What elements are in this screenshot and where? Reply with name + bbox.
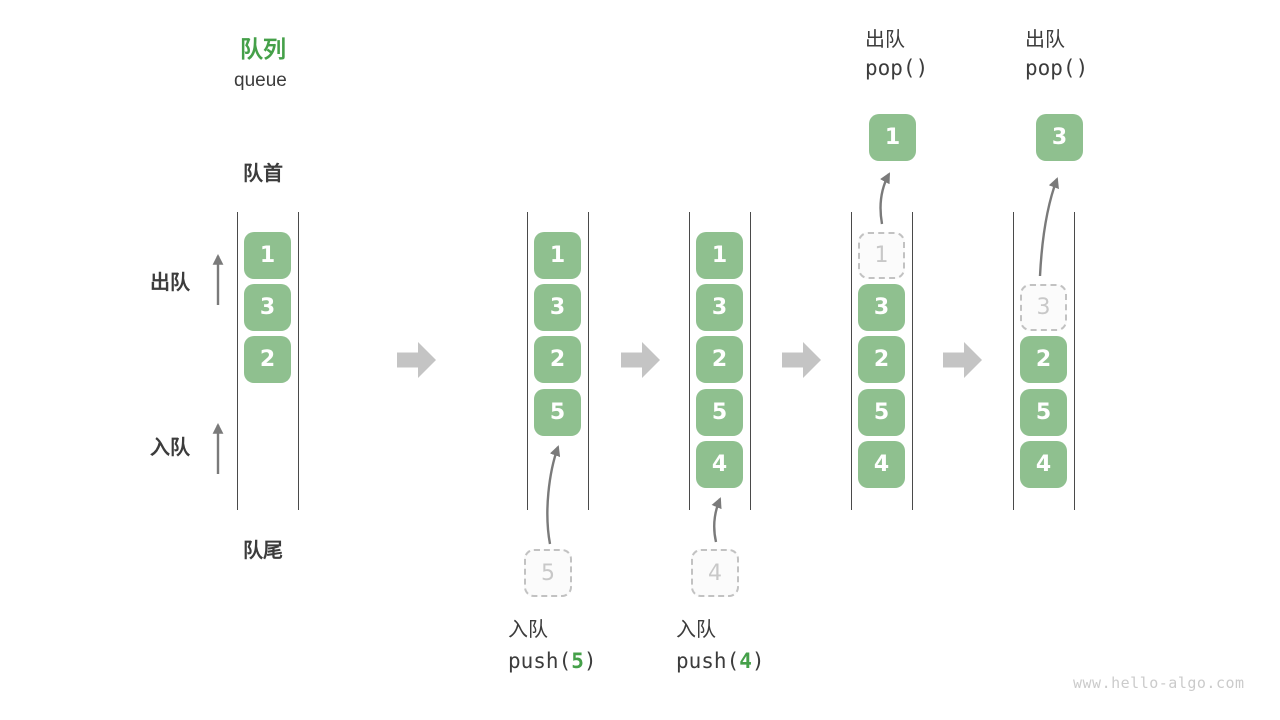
- queue-box: 3: [858, 284, 905, 331]
- op-label-code: push(5): [508, 649, 597, 673]
- diagram-title-zh: 队列: [240, 36, 286, 62]
- next-step-arrow-icon: [943, 342, 982, 378]
- queue-rear-label: 队尾: [243, 540, 283, 562]
- queue-box: 2: [1020, 336, 1067, 383]
- next-step-arrow-icon: [397, 342, 436, 378]
- popped-value-box: 1: [869, 114, 916, 161]
- queue-box: 5: [858, 389, 905, 436]
- queue-box: 5: [696, 389, 743, 436]
- op-label-code: pop(): [865, 56, 929, 80]
- incoming-value-box: 5: [524, 549, 572, 597]
- enqueue-op-label: 入队 push(4): [676, 620, 765, 672]
- op-label-zh: 出队: [1025, 29, 1065, 51]
- queue-box: 2: [858, 336, 905, 383]
- ghost-box: 3: [1020, 284, 1067, 331]
- next-step-arrow-icon: [621, 342, 660, 378]
- queue-state-5: 3 2 5 4: [1013, 212, 1075, 510]
- ghost-box: 1: [858, 232, 905, 279]
- queue-box: 5: [1020, 389, 1067, 436]
- queue-box: 1: [534, 232, 581, 279]
- next-step-arrow-icon: [782, 342, 821, 378]
- incoming-value-box: 4: [691, 549, 739, 597]
- op-label-code: push(4): [676, 649, 765, 673]
- queue-box: 2: [534, 336, 581, 383]
- op-label-zh: 入队: [676, 619, 716, 641]
- queue-state-4: 1 3 2 5 4: [851, 212, 913, 510]
- op-label-zh: 入队: [508, 619, 548, 641]
- op-label-code: pop(): [1025, 56, 1089, 80]
- queue-box: 2: [244, 336, 291, 383]
- queue-box: 3: [534, 284, 581, 331]
- dequeue-op-label: 出队 pop(): [1025, 30, 1088, 79]
- queue-box: 4: [858, 441, 905, 488]
- queue-box: 3: [244, 284, 291, 331]
- queue-box: 2: [696, 336, 743, 383]
- queue-box: 1: [244, 232, 291, 279]
- dequeue-side-label: 出队: [150, 272, 190, 294]
- queue-state-3: 1 3 2 5 4: [689, 212, 751, 510]
- watermark: www.hello-algo.com: [1073, 674, 1245, 692]
- push-arg: 4: [739, 649, 752, 673]
- push-arg: 5: [571, 649, 584, 673]
- queue-box: 5: [534, 389, 581, 436]
- op-label-zh: 出队: [865, 29, 905, 51]
- queue-front-label: 队首: [243, 163, 283, 185]
- queue-box: 1: [696, 232, 743, 279]
- queue-box: 4: [696, 441, 743, 488]
- queue-box: 4: [1020, 441, 1067, 488]
- queue-state-2: 1 3 2 5: [527, 212, 589, 510]
- diagram-title-en: queue: [234, 70, 287, 91]
- popped-value-box: 3: [1036, 114, 1083, 161]
- enqueue-side-label: 入队: [150, 437, 190, 459]
- queue-box: 3: [696, 284, 743, 331]
- queue-state-1: 1 3 2: [237, 212, 299, 510]
- enqueue-op-label: 入队 push(5): [508, 620, 597, 672]
- dequeue-op-label: 出队 pop(): [865, 30, 928, 79]
